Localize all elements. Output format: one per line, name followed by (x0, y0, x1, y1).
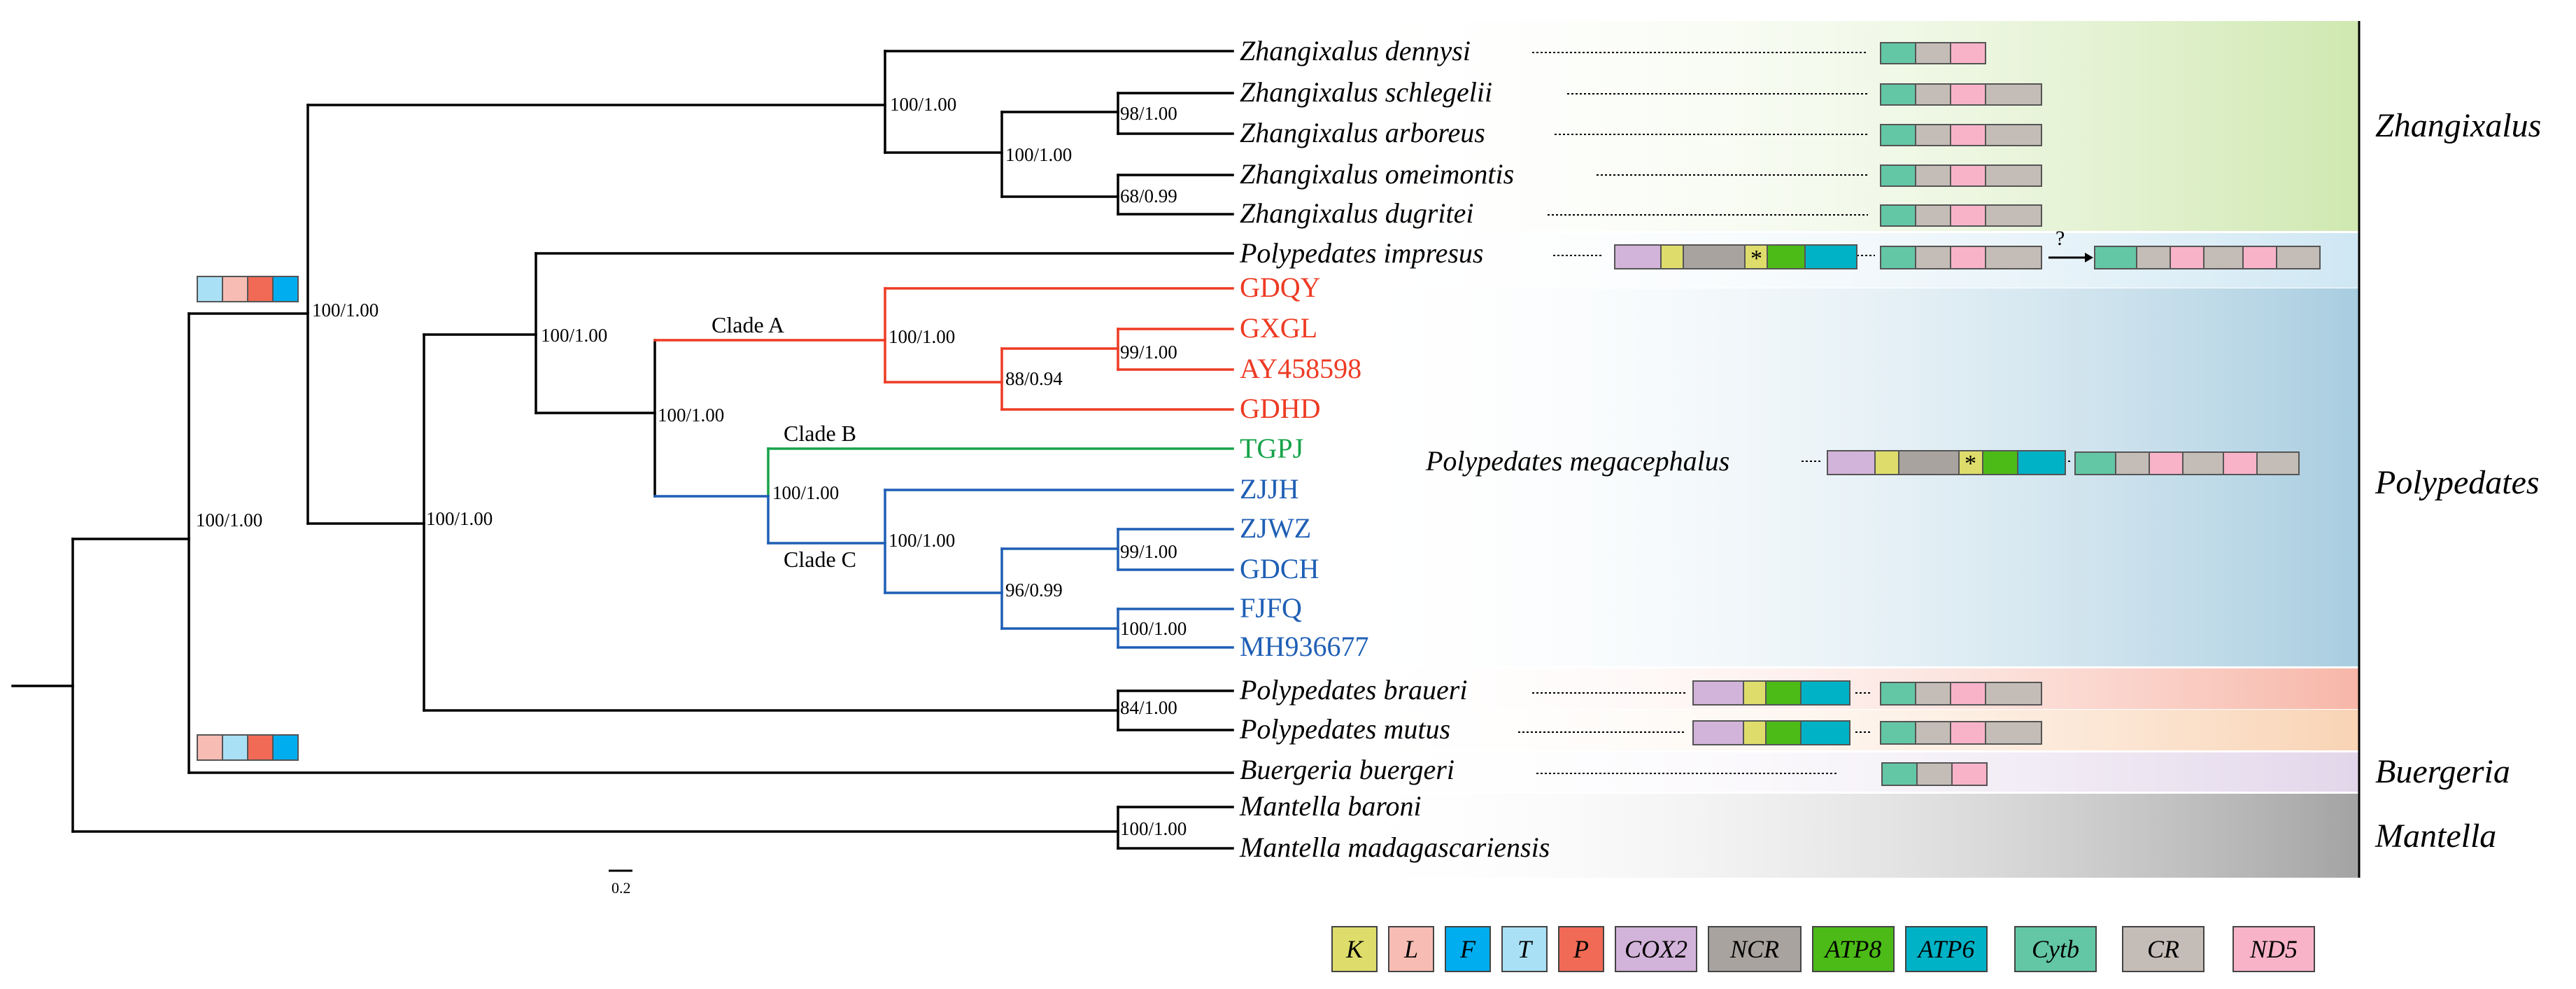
tree-branches-black (11, 50, 1234, 850)
legend-swatch (1615, 926, 1697, 972)
question-mark: ? (2055, 227, 2065, 250)
legend-swatch (1331, 926, 1378, 972)
legend-swatch (1388, 926, 1434, 972)
tip-label: TGPJ (1240, 433, 1303, 464)
support-label: 99/1.00 (1120, 342, 1177, 363)
legend-label: L (1403, 935, 1418, 963)
support-label: 100/1.00 (1120, 818, 1187, 839)
tip-label: GDQY (1240, 272, 1321, 303)
clade-c-label: Clade C (784, 547, 856, 572)
band-polypedates (1329, 288, 2359, 666)
group-label-zhangixalus: Zhangixalus (2375, 107, 2541, 144)
legend-swatch (1558, 926, 1604, 972)
legend-swatch (1812, 926, 1895, 972)
legend-label: K (1345, 935, 1364, 963)
legend-label: P (1573, 935, 1589, 963)
group-label-polypedates: Polypedates (2375, 464, 2540, 501)
tip-label: Polypedates braueri (1239, 674, 1468, 706)
legend-swatch (2014, 926, 2097, 972)
tip-label: Zhangixalus arboreus (1240, 117, 1485, 148)
group-label-mantella: Mantella (2375, 818, 2496, 855)
tip-label: Zhangixalus schlegelii (1240, 76, 1492, 108)
legend-label: ATP6 (1917, 935, 1975, 963)
group-labels: Zhangixalus Polypedates Buergeria Mantel… (2375, 107, 2541, 855)
tip-label: FJFQ (1240, 592, 1302, 624)
tip-label: Zhangixalus dennysi (1240, 35, 1471, 66)
support-label: 99/1.00 (1120, 541, 1177, 562)
tip-label: MH936677 (1240, 631, 1368, 662)
tree-branches-clade-c (653, 489, 1234, 649)
legend-swatch (1445, 926, 1491, 972)
tip-label: ZJWZ (1240, 512, 1311, 544)
asterisk-mark: * (1750, 246, 1762, 272)
legend-swatch (1708, 926, 1802, 972)
clade-labels: Clade A Clade B Clade C (712, 312, 856, 572)
tree-branches-clade-a (653, 287, 1234, 411)
dotted-leaders (1518, 52, 2072, 774)
support-label: 100/1.00 (890, 94, 956, 115)
band-mantella (1329, 794, 2359, 878)
megacephalus-label: Polypedates megacephalus (1425, 445, 1729, 477)
legend-swatch (1501, 926, 1548, 972)
legend-swatch (2232, 926, 2315, 972)
support-label: 100/1.00 (426, 508, 493, 529)
group-label-buergeria: Buergeria (2375, 753, 2510, 790)
support-label: 96/0.99 (1005, 580, 1063, 601)
support-label: 100/1.00 (772, 482, 839, 503)
support-label: 100/1.00 (1005, 144, 1072, 165)
support-label: 88/0.94 (1005, 368, 1063, 389)
support-values: 100/1.00 100/1.00 100/1.00 100/1.00 98/1… (196, 94, 1187, 839)
legend-label: F (1459, 935, 1476, 963)
tip-label: Mantella baroni (1239, 790, 1422, 822)
support-label: 100/1.00 (889, 326, 955, 347)
tip-label: ZJJH (1240, 473, 1298, 505)
legend-label: ND5 (2249, 935, 2298, 963)
gene-legend: K L F T P COX2 NCR ATP8 ATP6 Cytb CR ND5 (1331, 926, 2315, 972)
legend-label: CR (2147, 935, 2179, 963)
support-label: 98/1.00 (1120, 103, 1177, 124)
support-label: 100/1.00 (1120, 618, 1187, 639)
support-label: 100/1.00 (658, 405, 724, 426)
tip-label: GDCH (1240, 553, 1319, 584)
support-label: 100/1.00 (541, 325, 607, 346)
tree-branches-clade-b (767, 447, 1234, 498)
legend-swatch (2122, 926, 2205, 972)
tip-labels: Zhangixalus dennysi Zhangixalus schlegel… (1239, 35, 1550, 863)
band-buergeria (1329, 752, 2359, 792)
clade-b-label: Clade B (784, 421, 856, 446)
asterisk-mark: * (1965, 451, 1976, 477)
legend-label: Cytb (2032, 935, 2079, 963)
legend-label: NCR (1729, 935, 1779, 963)
tip-label: Polypedates mutus (1239, 713, 1450, 745)
tip-label: Buergeria buergeri (1240, 754, 1455, 785)
tip-label: Zhangixalus dugritei (1240, 197, 1473, 229)
rearrangement-arrow: ? (2048, 227, 2093, 262)
tip-label: Zhangixalus omeimontis (1240, 158, 1514, 190)
support-label: 68/0.99 (1120, 185, 1177, 206)
tip-label: GXGL (1240, 312, 1317, 344)
tip-label: Mantella madagascariensis (1239, 832, 1550, 863)
group-bands (1329, 21, 2361, 878)
legend-label: ATP8 (1824, 935, 1882, 963)
gene-blocks (197, 42, 2321, 786)
tip-label: GDHD (1240, 393, 1321, 424)
legend-swatch (1905, 926, 1988, 972)
band-zhangixalus (1329, 21, 2359, 231)
tip-label: Polypedates impresus (1239, 237, 1483, 269)
clade-a-label: Clade A (712, 312, 784, 337)
legend-label: COX2 (1625, 935, 1687, 963)
scale-bar-label: 0.2 (611, 879, 631, 897)
support-label: 100/1.00 (312, 300, 378, 321)
scale-bar: 0.2 (609, 869, 632, 897)
tip-label: AY458598 (1240, 353, 1361, 384)
support-label: 100/1.00 (889, 530, 955, 551)
support-label: 84/1.00 (1120, 697, 1177, 718)
legend-label: T (1517, 935, 1534, 963)
support-label: 100/1.00 (196, 510, 262, 531)
